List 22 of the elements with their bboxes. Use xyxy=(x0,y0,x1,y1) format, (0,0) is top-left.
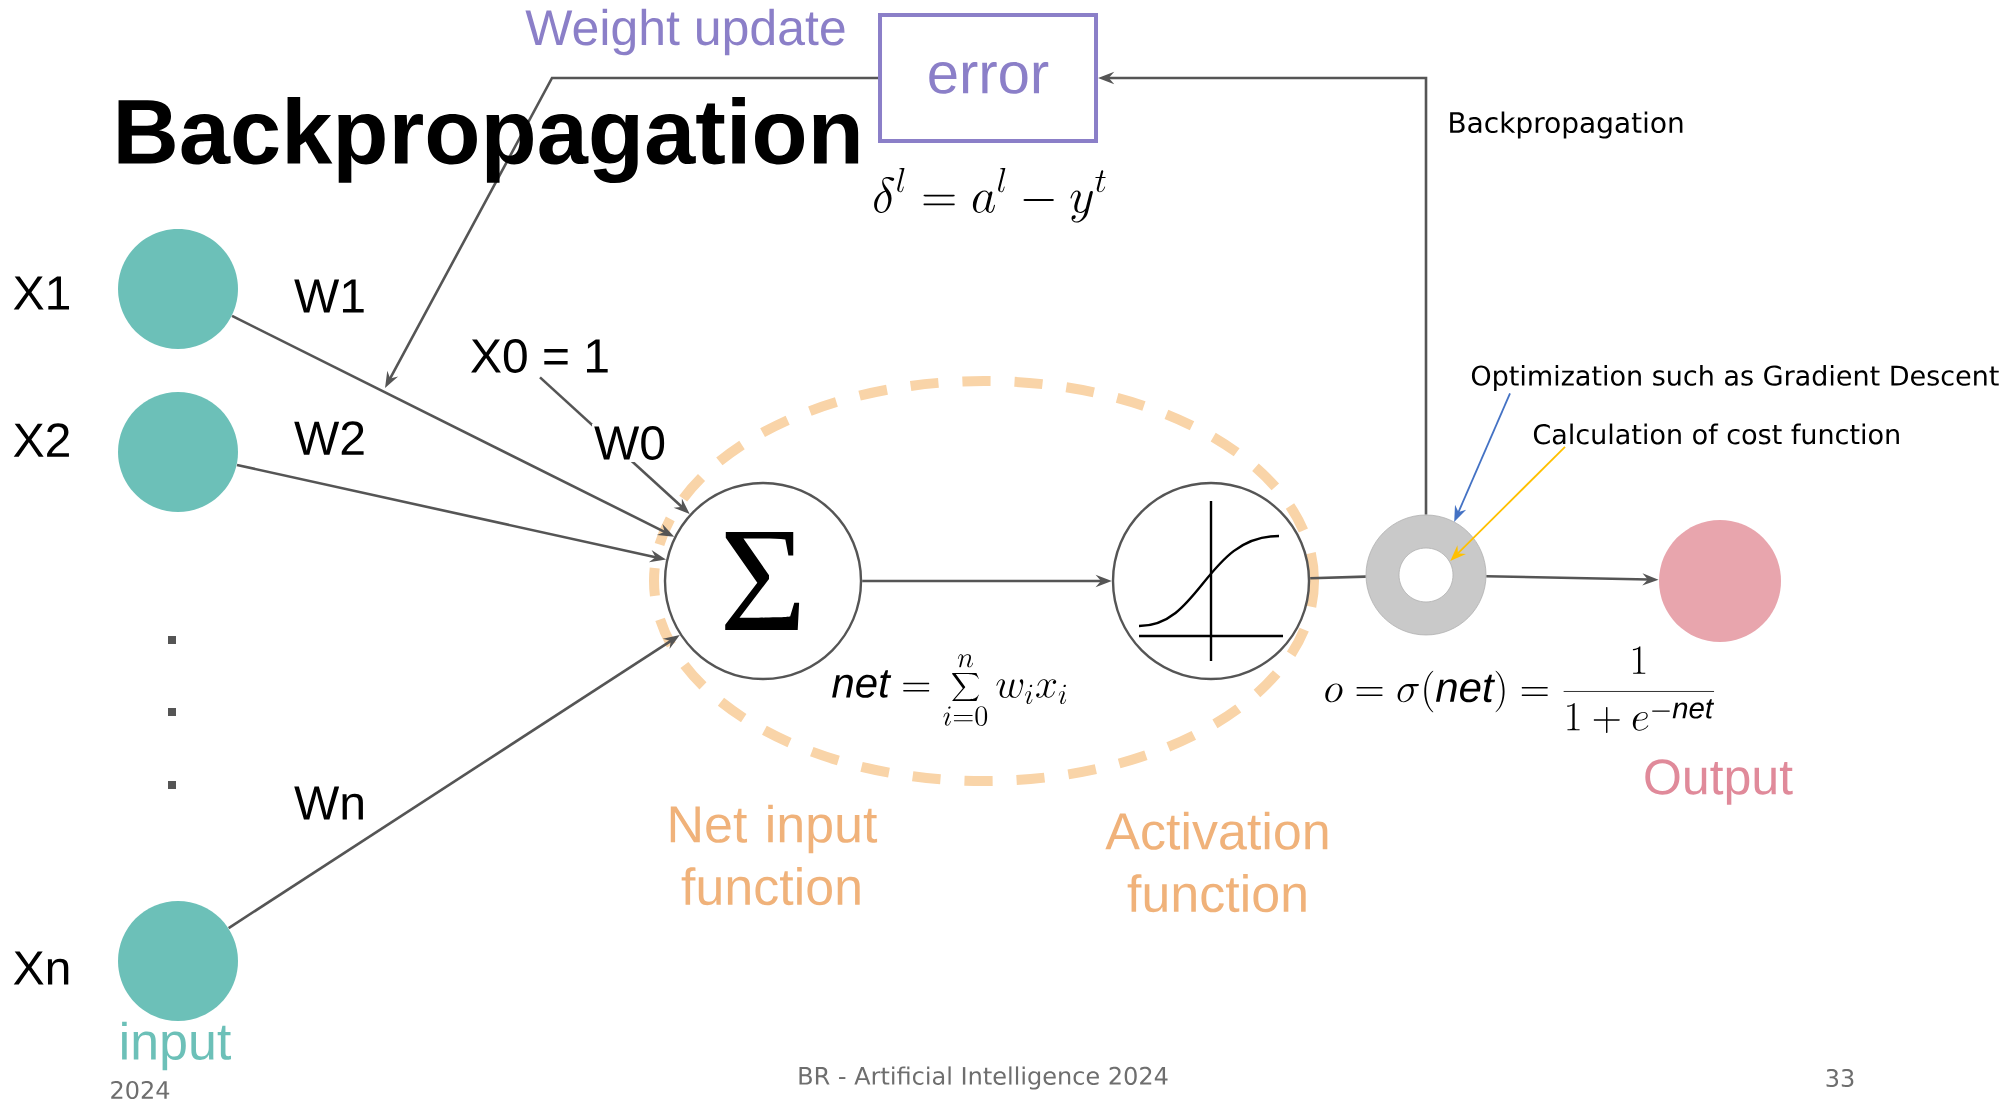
footer-text: 2024 xyxy=(111,1080,170,1100)
node-caption: Net input function xyxy=(670,804,878,906)
node-caption: X1 xyxy=(13,276,69,310)
edge-label: W1 xyxy=(294,279,364,313)
annotation-text: Calculation of cost function xyxy=(1533,423,1899,445)
footer-text: 33 xyxy=(1826,1068,1854,1088)
edge-label: Weight update xyxy=(525,8,845,56)
edge-label: W2 xyxy=(294,421,364,455)
node-caption: Xn xyxy=(13,951,69,985)
edge-label: Backpropagation xyxy=(1450,111,1683,139)
node-caption: X2 xyxy=(13,423,69,457)
node-caption: Activation function xyxy=(1105,811,1328,913)
ring-symbol xyxy=(1365,514,1487,636)
footer-text: BR - Artificial Intelligence 2024 xyxy=(799,1066,1168,1090)
input-label: X0 = 1 xyxy=(471,339,608,373)
annotation-text: Optimization such as Gradient Descent xyxy=(1471,364,1999,392)
edge-label: Wn xyxy=(294,786,363,820)
formula: $\delta^{l} = a^{l} - y^{t}$ xyxy=(874,167,1106,223)
error-box: error xyxy=(878,13,1098,143)
node-caption: Output xyxy=(1645,759,1793,805)
formula: $o = \sigma(\mathit{net}) = \frac{1}{1+e^{-\mathit{net}}}$ xyxy=(1325,646,1715,733)
edge-label: W0 xyxy=(594,426,665,460)
